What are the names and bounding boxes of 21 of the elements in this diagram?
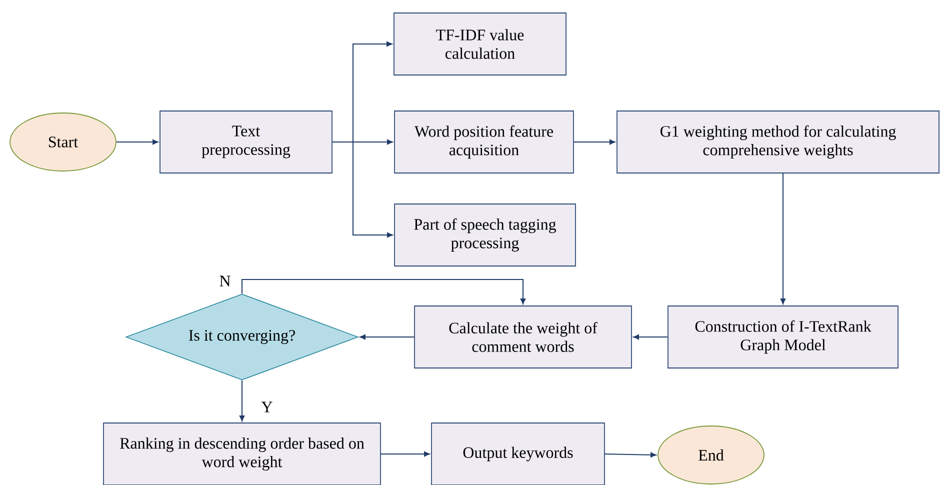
arrow: [604, 452, 656, 458]
process-box: Word position feature acquisition: [394, 110, 574, 174]
edge-label: Y: [261, 402, 272, 412]
arrow: [116, 139, 158, 145]
arrow: [573, 139, 616, 145]
arrow: [239, 380, 245, 422]
arrow: [360, 334, 415, 340]
process-box: Ranking in descending order based on word weight: [103, 422, 381, 485]
process-box: Calculate the weight of comment words: [414, 306, 632, 368]
arrow: [242, 279, 526, 304]
edge-label: N: [220, 276, 230, 286]
process-box: TF-IDF value calculation: [394, 12, 566, 76]
arrow: [332, 142, 393, 238]
process-box: Output keywords: [431, 422, 605, 485]
arrow: [380, 451, 430, 457]
process-box: Text preprocessing: [160, 110, 332, 174]
arrow: [633, 334, 668, 340]
process-box: G1 weighting method for calculating comprehensive weights: [616, 110, 940, 174]
process-box: Construction of I-TextRank Graph Model: [668, 306, 898, 368]
arrow: [780, 172, 786, 304]
process-box: Part of speech tagging processing: [394, 204, 576, 266]
